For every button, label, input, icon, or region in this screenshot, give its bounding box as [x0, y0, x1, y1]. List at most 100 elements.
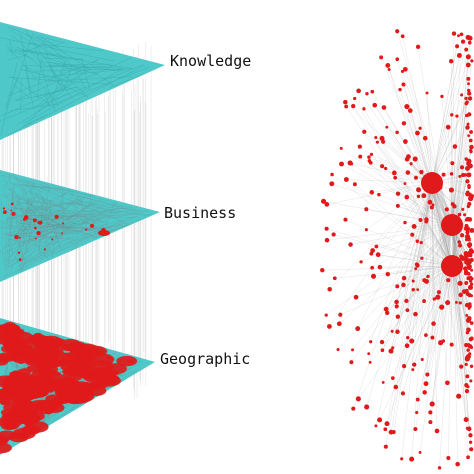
- knowledge-edge: [28, 43, 104, 52]
- network-node: [458, 174, 462, 178]
- network-node: [422, 278, 427, 283]
- network-node: [400, 457, 404, 461]
- business-node: [34, 226, 37, 230]
- knowledge-edge: [70, 65, 95, 84]
- network-node: [381, 139, 386, 144]
- network-node: [395, 314, 401, 319]
- network-edge: [381, 57, 433, 184]
- network-edge: [451, 38, 471, 226]
- network-node: [467, 284, 474, 291]
- network-node: [467, 343, 471, 347]
- network-node: [403, 220, 407, 225]
- network-edge: [370, 265, 453, 363]
- layer-knowledge: Knowledge: [0, 22, 251, 140]
- business-edge: [15, 222, 74, 274]
- network-node: [441, 172, 446, 177]
- business-nodes: [0, 170, 153, 279]
- network-edge: [377, 142, 453, 267]
- network-node: [411, 223, 417, 229]
- network-edge: [451, 61, 453, 226]
- geographic-node: [38, 335, 63, 348]
- network-edge: [451, 33, 455, 226]
- network-edge: [431, 103, 467, 184]
- network-node: [329, 181, 335, 187]
- geographic-node: [30, 369, 55, 382]
- knowledge-edge: [23, 70, 119, 124]
- network-edge: [428, 180, 453, 267]
- business-edge: [3, 196, 80, 268]
- network-node: [383, 427, 388, 432]
- network-edge: [366, 209, 453, 226]
- network-node: [466, 348, 470, 352]
- knowledge-edge: [29, 51, 83, 60]
- business-edge: [3, 204, 117, 271]
- geographic-node: [12, 370, 20, 374]
- business-node: [2, 207, 6, 210]
- network-node: [327, 324, 332, 329]
- network-edge: [451, 198, 471, 267]
- network-node: [446, 456, 451, 461]
- network-edge: [397, 265, 453, 317]
- network-node: [448, 187, 454, 193]
- business-edge: [0, 174, 50, 187]
- knowledge-edge: [39, 35, 115, 86]
- network-node: [467, 96, 473, 101]
- business-node: [18, 236, 21, 239]
- network-edge: [392, 224, 453, 332]
- network-edge: [351, 224, 453, 363]
- business-edge: [21, 201, 83, 213]
- network-edge: [431, 55, 460, 184]
- network-edge: [407, 182, 433, 311]
- geographic-node: [0, 417, 8, 423]
- business-edge: [2, 181, 30, 230]
- network-node: [438, 185, 443, 190]
- network-edge: [431, 182, 468, 429]
- network-edge: [451, 224, 468, 333]
- network-edge: [431, 94, 462, 184]
- network-edge: [331, 174, 453, 267]
- network-node: [436, 290, 442, 295]
- network-node: [460, 93, 464, 97]
- network-edge: [358, 265, 453, 399]
- business-edge: [61, 193, 119, 215]
- network-edge: [375, 182, 433, 426]
- network-edge: [352, 224, 453, 350]
- network-node: [452, 144, 458, 149]
- knowledge-edge: [15, 67, 88, 101]
- network-edge: [451, 265, 469, 357]
- network-node: [422, 299, 426, 303]
- knowledge-edge: [22, 49, 62, 56]
- network-node: [430, 335, 435, 340]
- network-edge: [415, 182, 433, 269]
- network-node: [464, 342, 469, 348]
- network-node: [387, 68, 391, 72]
- business-node: [61, 232, 64, 235]
- network-node: [470, 59, 474, 63]
- business-edge: [82, 218, 104, 223]
- business-edge: [11, 208, 38, 220]
- business-edge: [75, 235, 78, 249]
- network-node: [401, 82, 406, 87]
- network-node: [406, 335, 410, 340]
- knowledge-edge: [10, 75, 53, 107]
- network-edge: [417, 265, 453, 400]
- knowledge-edge: [19, 50, 46, 70]
- network-node: [457, 212, 462, 217]
- network-node: [469, 447, 474, 452]
- business-edge: [3, 208, 32, 235]
- knowledge-edge: [60, 71, 89, 98]
- network-edge: [392, 224, 453, 348]
- network-node: [464, 233, 471, 240]
- knowledge-edge: [22, 113, 48, 127]
- network-edge: [431, 182, 438, 431]
- network-node: [469, 336, 474, 341]
- network-node: [377, 192, 381, 197]
- network-node: [383, 444, 388, 449]
- business-edge: [5, 211, 95, 266]
- network-node: [395, 29, 400, 34]
- network-edge: [431, 41, 464, 184]
- network-node: [421, 193, 427, 199]
- network-node: [362, 107, 366, 111]
- network-node: [459, 32, 464, 37]
- network-node: [467, 40, 472, 45]
